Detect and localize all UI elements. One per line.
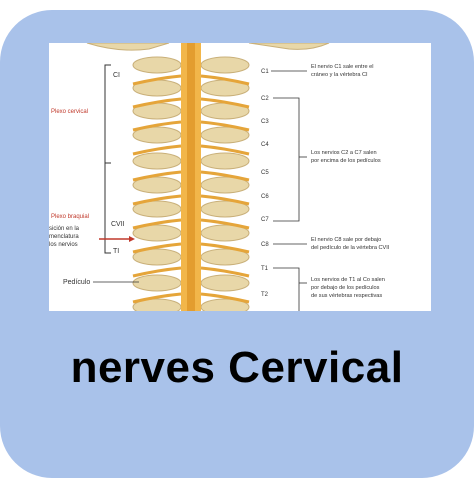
nerve-c6-label: C6 [261, 194, 269, 200]
nerve-t2-label: T2 [261, 292, 269, 298]
note-c8-line1: El nervio C8 sale por debajo [311, 237, 381, 243]
note-c1-line1: El nervio C1 sale entre el [311, 64, 374, 70]
vertebra-left-9 [133, 275, 181, 291]
cervical-bracket [105, 65, 111, 163]
skull-left [87, 43, 169, 50]
nerve-c2-label: C2 [261, 96, 269, 102]
tile-caption: nerves Cervical [0, 343, 474, 393]
c2-c7-bracket [273, 98, 299, 221]
nomenclature-line2: menclatura [49, 234, 79, 240]
app-tile[interactable]: Plexo cervical Plexo braquial sición en … [0, 10, 474, 478]
plexus-cervical-label: Plexo cervical [51, 109, 88, 115]
note-c8-line2: del pedículo de la vértebra CVII [311, 245, 390, 251]
nerve-c4-label: C4 [261, 142, 269, 148]
note-c2c7-line1: Los nervios C2 a C7 salen [311, 150, 377, 156]
nomenclature-line3: los nervios [49, 242, 78, 248]
spine-illustration: Plexo cervical Plexo braquial sición en … [49, 43, 431, 311]
nerve-c8-label: C8 [261, 242, 269, 248]
cervical-spine-diagram: Plexo cervical Plexo braquial sición en … [49, 43, 431, 311]
plexus-brachial-label: Plexo braquial [51, 214, 89, 220]
nerve-c1-label: C1 [261, 69, 269, 75]
pedicle-label: Pedículo [63, 279, 90, 286]
nerve-c5-label: C5 [261, 170, 269, 176]
nomenclature-line1: sición en la [49, 226, 80, 232]
nerve-c7-label: C7 [261, 217, 269, 223]
note-t1-line3: de sus vértebras respectivas [311, 293, 382, 299]
vertebra-right-9 [201, 275, 249, 291]
vertebra-cvii-label: CVII [111, 221, 125, 228]
nerve-t1-label: T1 [261, 266, 269, 272]
vertebra-right-0 [201, 57, 249, 73]
note-t1-line1: Los nervios de T1 al Co salen [311, 277, 385, 283]
spinal-cord-center [187, 43, 195, 311]
vertebra-ci-label: CI [113, 72, 120, 79]
skull-right [249, 43, 329, 49]
vertebra-left-4 [133, 153, 181, 169]
arrow-head [129, 236, 135, 242]
note-c1-line2: cráneo y la vértebra CI [311, 72, 368, 78]
t-bracket [273, 268, 299, 311]
vertebra-right-4 [201, 153, 249, 169]
nerve-c3-label: C3 [261, 119, 269, 125]
vertebra-ti-label: TI [113, 248, 119, 255]
note-c2c7-line2: por encima de los pedículos [311, 158, 381, 164]
vertebra-left-0 [133, 57, 181, 73]
note-t1-line2: por debajo de los pedículos [311, 285, 380, 291]
